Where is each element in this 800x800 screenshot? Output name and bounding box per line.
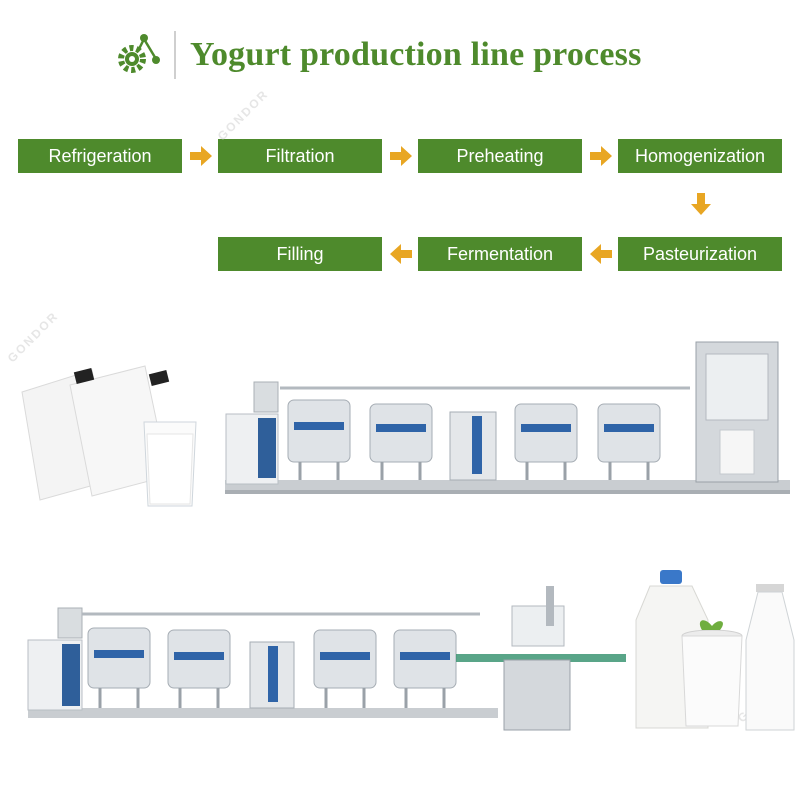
header: Yogurt production line process xyxy=(110,28,642,82)
arrow-right-icon xyxy=(390,146,412,166)
step-fermentation: Fermentation xyxy=(418,237,582,271)
title-divider xyxy=(174,31,176,79)
arrow-left-icon xyxy=(590,244,612,264)
page-title: Yogurt production line process xyxy=(190,36,642,73)
gear-network-logo-icon xyxy=(118,34,160,73)
arrow-right-icon xyxy=(190,146,212,166)
production-line-image-bottom xyxy=(27,570,795,731)
milk-bottle xyxy=(745,584,795,731)
step-refrigeration: Refrigeration xyxy=(18,139,182,173)
yogurt-jar xyxy=(681,620,743,727)
arrow-down-icon xyxy=(691,193,711,215)
step-filling: Filling xyxy=(218,237,382,271)
step-pasteurization: Pasteurization xyxy=(618,237,782,271)
step-preheating: Preheating xyxy=(418,139,582,173)
step-filtration: Filtration xyxy=(218,139,382,173)
step-homogenization: Homogenization xyxy=(618,139,782,173)
milk-pouches xyxy=(21,365,170,501)
glass-of-milk xyxy=(143,421,197,507)
production-line-image-top xyxy=(21,341,790,507)
arrow-right-icon xyxy=(590,146,612,166)
watermark: GONDOR xyxy=(214,86,272,144)
arrow-left-icon xyxy=(390,244,412,264)
